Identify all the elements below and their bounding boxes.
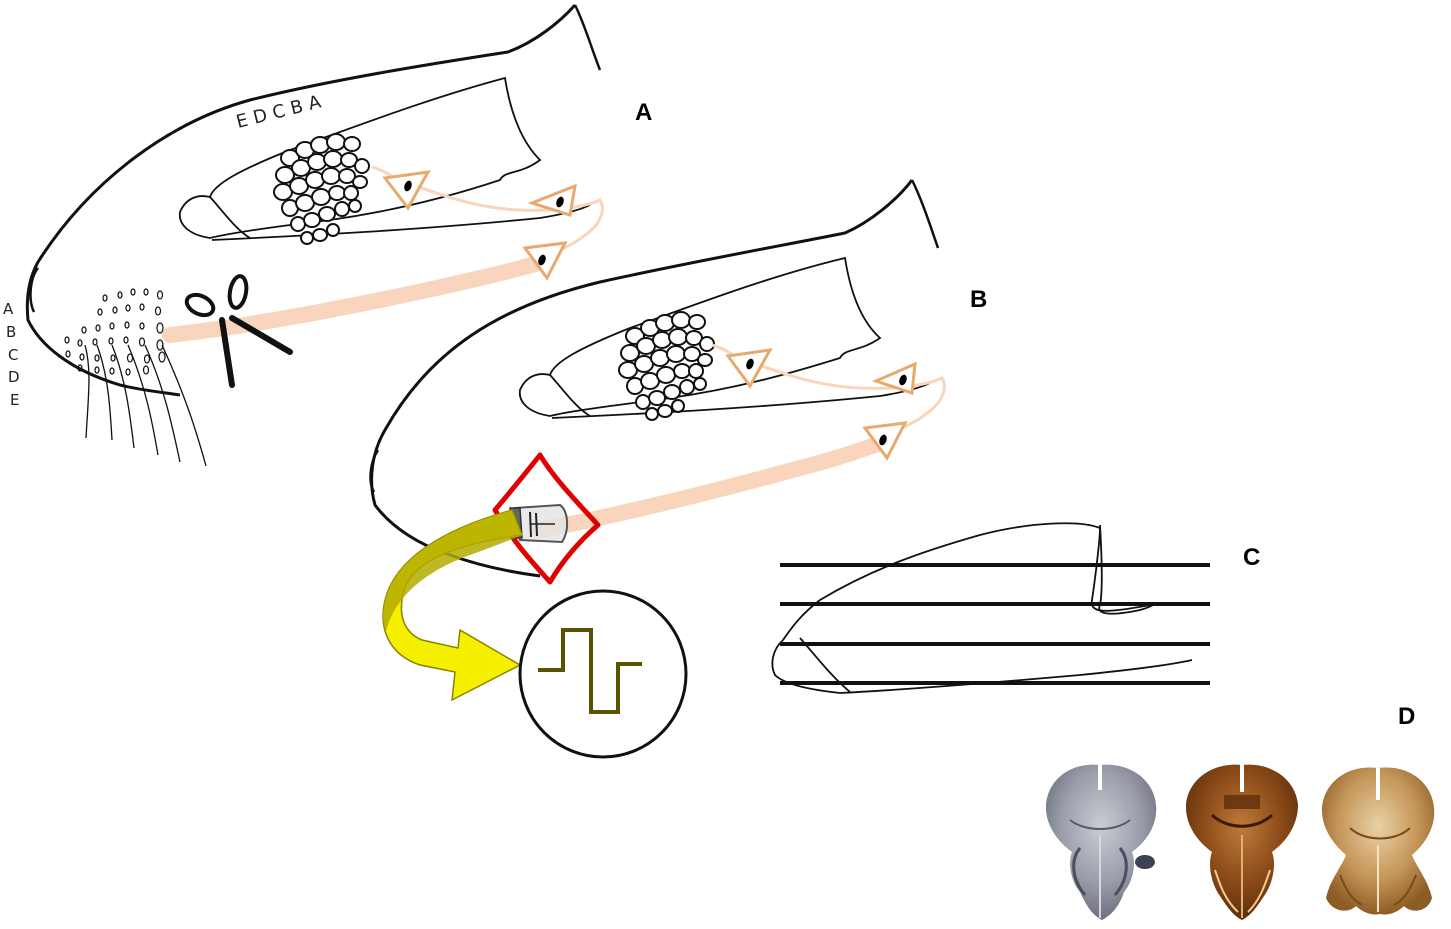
- barrel-field-a: [273, 133, 370, 245]
- ear-back-b: [910, 179, 940, 249]
- brain-section-gray: [1045, 764, 1157, 920]
- panel-d: D: [1045, 703, 1435, 920]
- panel-label-a: A: [635, 99, 652, 126]
- brain-outline-a: [178, 76, 542, 239]
- olfactory-bulb-b: [549, 374, 591, 417]
- arc-labels-a: EDCBA: [234, 90, 329, 133]
- barrel-field-b: [618, 311, 715, 421]
- brain-outline-c: [771, 522, 1193, 694]
- whisker-pad-a: [64, 288, 166, 376]
- signal-arrow-shade: [382, 510, 522, 632]
- head-outline-a: [25, 4, 577, 397]
- panel-a: EDCBA: [3, 4, 652, 467]
- panel-label-b: B: [970, 286, 987, 313]
- olfactory-bulb-a: [209, 196, 251, 239]
- row-label-b: B: [6, 323, 16, 341]
- section-lines: [780, 563, 1210, 685]
- panel-b: B: [369, 179, 987, 759]
- trigeminal-pathway-b: [532, 436, 886, 538]
- signal-display: [518, 589, 688, 759]
- signal-trace-icon: [538, 628, 642, 714]
- panel-label-d: D: [1398, 703, 1415, 730]
- neuron-brainstem-b: [862, 421, 908, 461]
- nose-a: [29, 267, 40, 313]
- neuron-cortex-b: [725, 348, 773, 389]
- neuron-brainstem-a: [522, 241, 568, 281]
- brain-section-brown-light: [1321, 767, 1435, 915]
- neuron-thalamus-b: [871, 361, 917, 396]
- neuron-cortex-a: [382, 170, 431, 211]
- scissors-icon: [184, 274, 293, 388]
- row-label-c: C: [8, 346, 18, 364]
- whisker-row-labels: A B C D E: [3, 300, 20, 409]
- row-label-a: A: [3, 300, 14, 318]
- ear-back-a: [573, 4, 602, 71]
- recording-window: [492, 452, 601, 585]
- panel-c: C: [771, 522, 1260, 694]
- brain-outline-b: [518, 256, 882, 417]
- row-label-e: E: [10, 391, 19, 409]
- whiskers-a: [84, 344, 207, 467]
- neuron-thalamus-a: [527, 183, 577, 217]
- electrode-icon: [509, 503, 568, 544]
- trigeminal-pathway-a: [162, 256, 543, 343]
- nose-b: [369, 449, 380, 493]
- row-label-d: D: [8, 368, 20, 386]
- panel-label-c: C: [1243, 544, 1260, 571]
- brain-section-brown-dark: [1185, 764, 1298, 920]
